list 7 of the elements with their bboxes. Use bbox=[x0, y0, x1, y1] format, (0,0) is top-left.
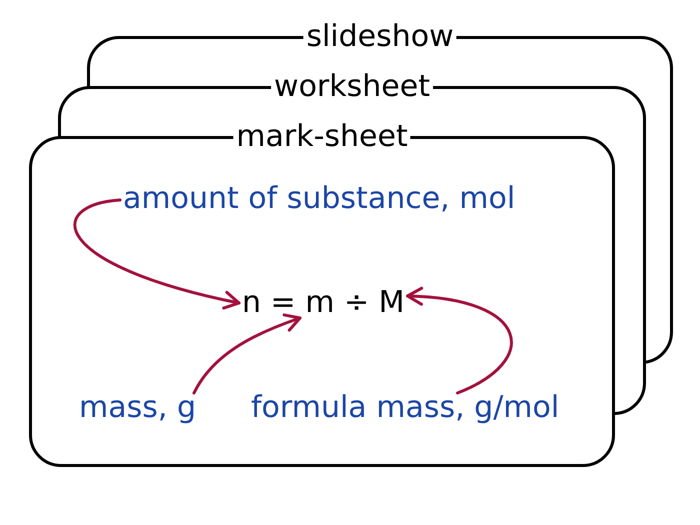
quantity-label: amount of substance, mol bbox=[123, 184, 516, 214]
formula-text: n = m ÷ M bbox=[242, 288, 405, 318]
curved-arrow bbox=[192, 314, 302, 394]
curved-arrow bbox=[74, 198, 240, 310]
quantity-label: formula mass, g/mol bbox=[251, 393, 560, 423]
curved-arrow bbox=[406, 287, 513, 394]
quantity-label: mass, g bbox=[79, 393, 196, 423]
